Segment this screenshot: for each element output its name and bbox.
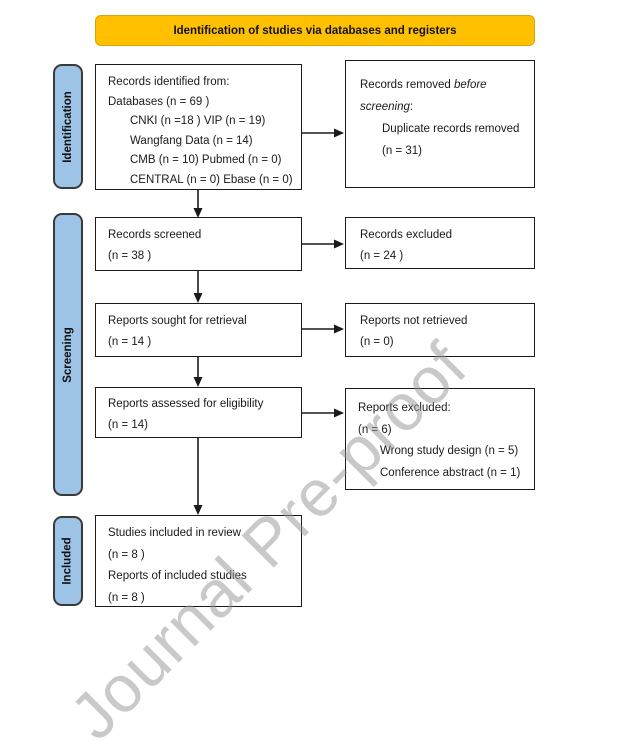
stage-label-screening: Screening	[62, 326, 75, 383]
records-removed-heading: Records removed before screening:	[360, 79, 487, 113]
stage-bar-included: Included	[53, 516, 83, 606]
studies-included-line: Studies included in review	[108, 527, 241, 539]
records-identified-line: Records identified from:	[108, 76, 230, 88]
stage-bar-screening: Screening	[53, 213, 83, 496]
studies-included-line: Reports of included studies	[108, 570, 247, 582]
reports-sought-line: Reports sought for retrieval	[108, 315, 247, 327]
box-reports-not-retrieved: Reports not retrieved (n = 0)	[345, 303, 535, 357]
reports-excluded-line: Wrong study design (n = 5)	[380, 445, 519, 457]
records-identified-line: CNKI (n =18 ) VIP (n = 19)	[130, 115, 266, 127]
reports-sought-line: (n = 14 )	[108, 336, 152, 348]
records-identified-line: CENTRAL (n = 0) Ebase (n = 0)	[130, 173, 293, 186]
box-records-screened: Records screened (n = 38 )	[95, 217, 302, 271]
reports-excluded-line: Reports excluded:	[358, 402, 451, 414]
stage-bar-identification: Identification	[53, 64, 83, 189]
prisma-flow-diagram: Identification of studies via databases …	[53, 15, 535, 753]
records-excluded-line: Records excluded	[360, 229, 453, 241]
box-reports-assessed: Reports assessed for eligibility (n = 14…	[95, 387, 302, 438]
records-screened-line: (n = 38 )	[108, 250, 152, 262]
box-reports-excluded: Reports excluded: (n = 6) Wrong study de…	[345, 388, 535, 490]
reports-assessed-line: (n = 14)	[108, 419, 148, 431]
records-excluded-line: (n = 24 )	[360, 250, 404, 262]
stage-label-identification: Identification	[62, 90, 74, 163]
reports-excluded-line: (n = 6)	[358, 423, 392, 436]
box-reports-sought: Reports sought for retrieval (n = 14 )	[95, 303, 302, 357]
records-screened-line: Records screened	[108, 229, 202, 241]
studies-included-line: (n = 8 )	[108, 591, 145, 604]
reports-excluded-line: Conference abstract (n = 1)	[380, 466, 521, 479]
box-records-excluded: Records excluded (n = 24 )	[345, 217, 535, 269]
reports-not-retrieved-line: (n = 0)	[360, 336, 394, 348]
banner-title: Identification of studies via databases …	[95, 15, 535, 46]
records-identified-line: CMB (n = 10) Pubmed (n = 0)	[130, 154, 282, 166]
box-records-removed: Records removed before screening: Duplic…	[345, 60, 535, 188]
records-identified-line: Wangfang Data (n = 14)	[130, 134, 253, 147]
reports-not-retrieved-line: Reports not retrieved	[360, 315, 468, 327]
stage-label-included: Included	[62, 537, 74, 585]
records-removed-line: Duplicate records removed	[382, 123, 520, 135]
box-records-identified: Records identified from: Databases (n = …	[95, 64, 302, 190]
box-studies-included: Studies included in review (n = 8 ) Repo…	[95, 515, 302, 607]
records-removed-line: (n = 31)	[382, 145, 422, 157]
studies-included-line: (n = 8 )	[108, 548, 145, 561]
records-identified-line: Databases (n = 69 )	[108, 95, 210, 108]
reports-assessed-line: Reports assessed for eligibility	[108, 398, 264, 410]
